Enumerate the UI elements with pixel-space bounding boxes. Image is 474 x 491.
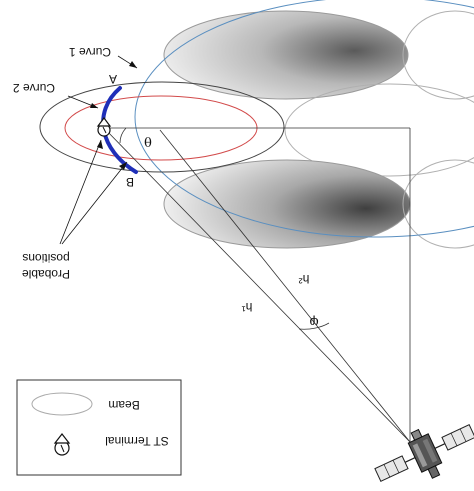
probable-leader-b [61, 161, 128, 245]
beam-top-right [402, 10, 474, 100]
curve2-label-group: Curve 2 [13, 81, 55, 95]
phi-angle-arc [298, 322, 330, 330]
beam-bottom-right [402, 159, 474, 249]
phi-label: φ [309, 314, 318, 329]
curve1-label-group: Curve 1 [69, 45, 111, 59]
curve2-arrowhead [90, 103, 98, 108]
point-a-group: A [109, 72, 117, 86]
point-b-group: B [126, 175, 134, 189]
phi-group: φ [309, 314, 318, 329]
satellite-icon [374, 424, 474, 482]
h1-group: h¹ [242, 300, 253, 314]
probable-arrowhead-b [119, 162, 127, 170]
point-b-label: B [126, 175, 134, 189]
terminal-icon [96, 117, 112, 137]
point-a-label: A [109, 72, 117, 86]
beam-middle-right [284, 83, 474, 177]
h1-label: h¹ [242, 300, 253, 314]
central-beam [39, 81, 285, 173]
line-h2 [159, 129, 411, 443]
legend-beam-group: Beam [108, 398, 139, 412]
legend-beam-label: Beam [108, 398, 139, 412]
curve-1 [134, 0, 474, 238]
probable-arrowhead-a [97, 140, 103, 149]
legend-terminal-icon [53, 433, 71, 456]
legend-terminal-label: ST Terminal [105, 434, 169, 448]
legend-box [16, 379, 182, 476]
theta-angle-arc [119, 127, 127, 144]
line-h1 [103, 127, 411, 443]
curve1-label: Curve 1 [69, 45, 111, 59]
theta-group: θ [144, 133, 152, 148]
theta-label: θ [144, 133, 152, 148]
probable-line2: positions [22, 251, 69, 265]
probable-positions-group: Probable positions [22, 251, 70, 281]
legend-beam-swatch [31, 392, 93, 416]
probable-leader-a [59, 139, 102, 245]
h2-label: h² [299, 272, 310, 286]
legend: Beam ST Terminal [16, 379, 182, 476]
legend-terminal-group: ST Terminal [105, 434, 169, 448]
beam-bottom-shaded [163, 159, 411, 249]
beam-top-shaded [163, 10, 409, 100]
curve2-label: Curve 2 [13, 81, 55, 95]
h2-group: h² [299, 272, 310, 286]
curve1-arrowhead [129, 61, 137, 68]
probable-line1: Probable [22, 267, 70, 281]
